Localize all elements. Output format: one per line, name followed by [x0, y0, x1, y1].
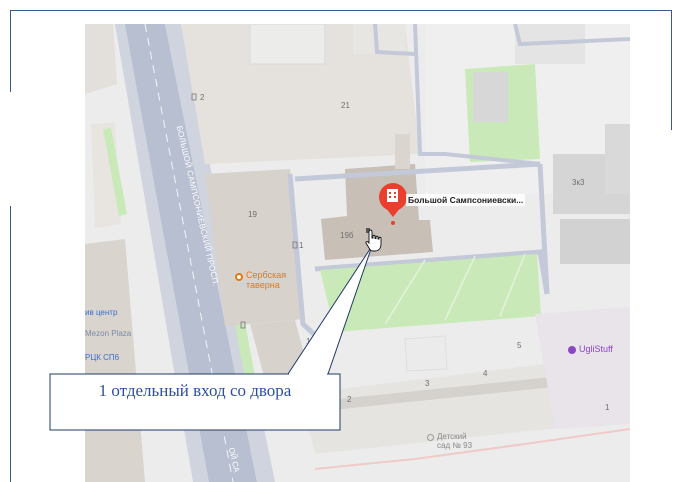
house-number-19: 19 [248, 210, 257, 219]
tram-line [314, 428, 630, 470]
yard-road-7 [373, 24, 416, 56]
building-19b [321, 164, 433, 260]
poi-mezon-plaza[interactable]: Mezon Plaza [85, 329, 132, 338]
yard-road-6 [513, 24, 630, 47]
poi-kindergarten-icon[interactable] [427, 434, 434, 441]
entrance-number: 1 [605, 403, 610, 412]
building-icon-window-1 [389, 192, 391, 194]
frame-line-left-upper [10, 10, 11, 92]
building-icon-window-2 [394, 192, 396, 194]
entrance-number: 5 [517, 341, 522, 350]
green-strip-1 [103, 128, 127, 216]
callout-text: 1 отдельный вход со двора [98, 381, 292, 400]
lawn-path-2 [444, 255, 476, 321]
poi-kindergarten-label[interactable]: Детский сад № 93 [437, 432, 473, 450]
building-icon-window-3 [389, 196, 391, 198]
poi-rck[interactable]: РЦК СП6 [85, 353, 120, 362]
poi-business-center[interactable]: ив центр [85, 308, 118, 317]
map-canvas[interactable] [85, 24, 630, 482]
poi-uglistuff-icon[interactable] [568, 346, 576, 354]
entrance-number: 4 [483, 369, 488, 378]
poi-tavern-label[interactable]: Сербская таверна [246, 270, 287, 290]
house-number-19b: 19б [340, 231, 354, 240]
entrance-marker [191, 93, 197, 101]
poi-tavern-icon[interactable] [235, 273, 243, 281]
frame-line-right [671, 10, 672, 130]
yard-road-4 [537, 163, 550, 295]
house-number-3k3: 3к3 [572, 178, 585, 187]
entrance-number: 3 [425, 379, 430, 388]
poi-uglistuff-label[interactable]: UgliStuff [579, 344, 613, 354]
map-pin-tip [385, 207, 401, 217]
building-lower-mid [404, 335, 448, 372]
house-number-21: 21 [341, 101, 350, 110]
frame-line-left-lower [10, 206, 11, 482]
avenue-center-line [144, 24, 234, 482]
building-icon-window-4 [394, 196, 396, 198]
building-21-wing [249, 24, 326, 65]
building-21-small [353, 24, 405, 54]
map-pin-label[interactable]: Большой Сампсониевски... [406, 194, 526, 206]
building-21 [181, 24, 420, 164]
yard-road-2 [294, 161, 541, 182]
entrance-marker [240, 321, 246, 329]
entrance-number: 1 [306, 337, 311, 346]
building-lower-roof [310, 374, 582, 412]
frame-line-top [10, 10, 672, 11]
building-grey-1 [473, 72, 508, 122]
building-left-top [85, 24, 117, 94]
building-19 [205, 169, 305, 326]
building-right-3 [605, 124, 630, 194]
building-icon-body [387, 189, 398, 202]
lawn-path-1 [384, 259, 426, 325]
building-ugli [535, 307, 630, 429]
map-pin-point [391, 221, 395, 225]
entrance-number: 2 [347, 395, 352, 404]
map-view[interactable]: 21 19 19б 3к3 2 1 1 2 3 4 5 1 БОЛЬШОЙ СА… [85, 24, 630, 482]
lawn-path-3 [499, 253, 526, 317]
entrance-number: 2 [200, 93, 205, 102]
entrance-number: 1 [299, 241, 304, 250]
avenue-road [125, 24, 257, 482]
entrance-marker-target [366, 228, 370, 233]
yard-road-5 [413, 24, 541, 166]
building-right-2 [560, 219, 630, 264]
building-19b-annex [395, 134, 410, 169]
lawn-main [320, 254, 541, 332]
